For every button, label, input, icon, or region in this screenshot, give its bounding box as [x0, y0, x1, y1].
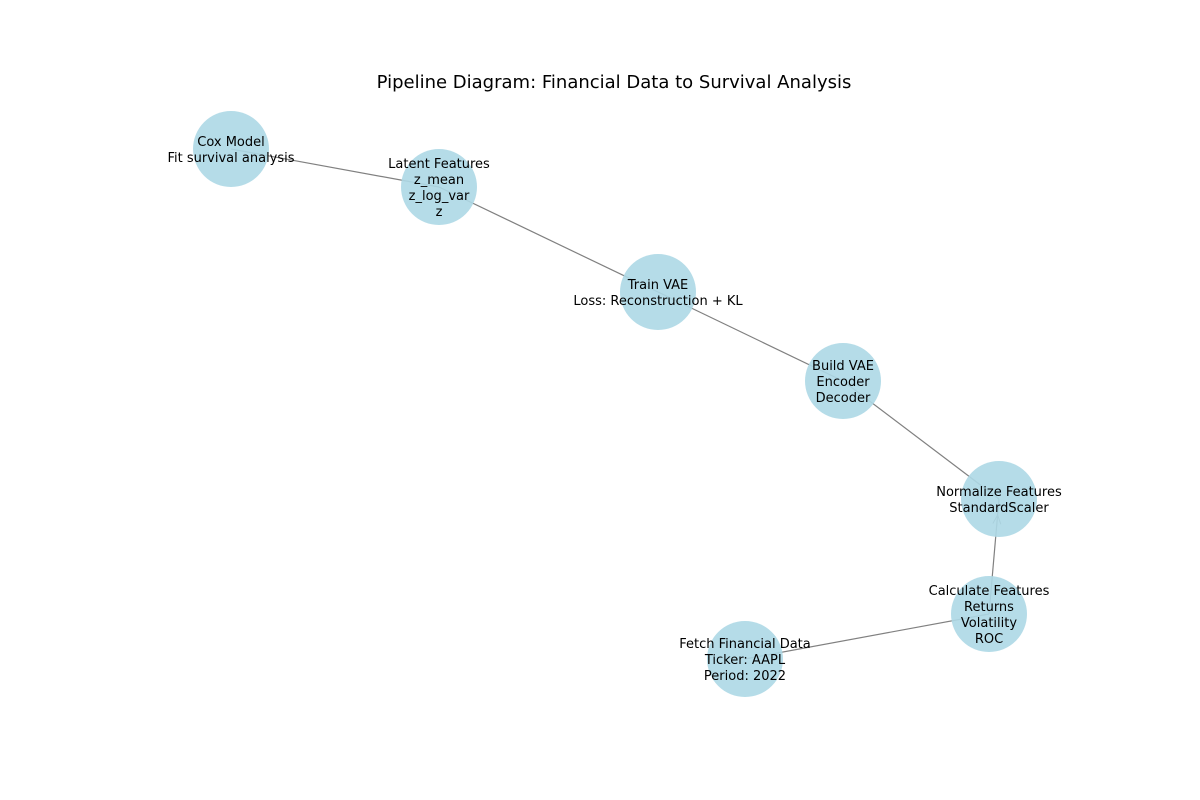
- node-circle-fetch: [707, 621, 783, 697]
- node-label-fetch-line-0: Fetch Financial Data: [679, 637, 810, 652]
- node-label-build-line-2: Decoder: [816, 391, 871, 406]
- node-label-normalize-line-0: Normalize Features: [936, 485, 1062, 500]
- node-circle-build: [805, 343, 881, 419]
- edges-layer: [230, 148, 1002, 660]
- edge-train-to-latent: [438, 186, 659, 293]
- node-label-cox-line-1: Fit survival analysis: [167, 151, 294, 166]
- node-label-train-line-0: Train VAE: [627, 278, 689, 293]
- diagram-title: Pipeline Diagram: Financial Data to Surv…: [377, 72, 852, 93]
- node-circle-latent: [401, 149, 477, 225]
- node-label-build-line-0: Build VAE: [812, 359, 874, 374]
- node-label-latent-line-1: z_mean: [414, 173, 464, 188]
- node-label-fetch-line-2: Period: 2022: [704, 669, 786, 684]
- node-label-features-line-1: Returns: [964, 600, 1014, 615]
- node-circle-train: [620, 254, 696, 330]
- node-circle-normalize: [961, 461, 1037, 537]
- node-label-features-line-2: Volatility: [961, 616, 1017, 631]
- node-label-features-line-3: ROC: [975, 632, 1003, 647]
- node-label-normalize-line-1: StandardScaler: [949, 501, 1049, 516]
- node-label-features-line-0: Calculate Features: [929, 584, 1050, 599]
- node-label-latent-line-3: z: [436, 205, 443, 220]
- node-label-fetch-line-1: Ticker: AAPL: [704, 653, 786, 668]
- node-circle-features: [951, 576, 1027, 652]
- node-label-latent-line-0: Latent Features: [388, 157, 490, 172]
- node-label-latent-line-2: z_log_var: [409, 189, 470, 204]
- node-label-cox-line-0: Cox Model: [197, 135, 265, 150]
- node-circle-cox: [193, 111, 269, 187]
- node-label-build-line-1: Encoder: [816, 375, 870, 390]
- node-label-train-line-1: Loss: Reconstruction + KL: [573, 294, 743, 309]
- edge-fetch-to-features: [744, 613, 990, 660]
